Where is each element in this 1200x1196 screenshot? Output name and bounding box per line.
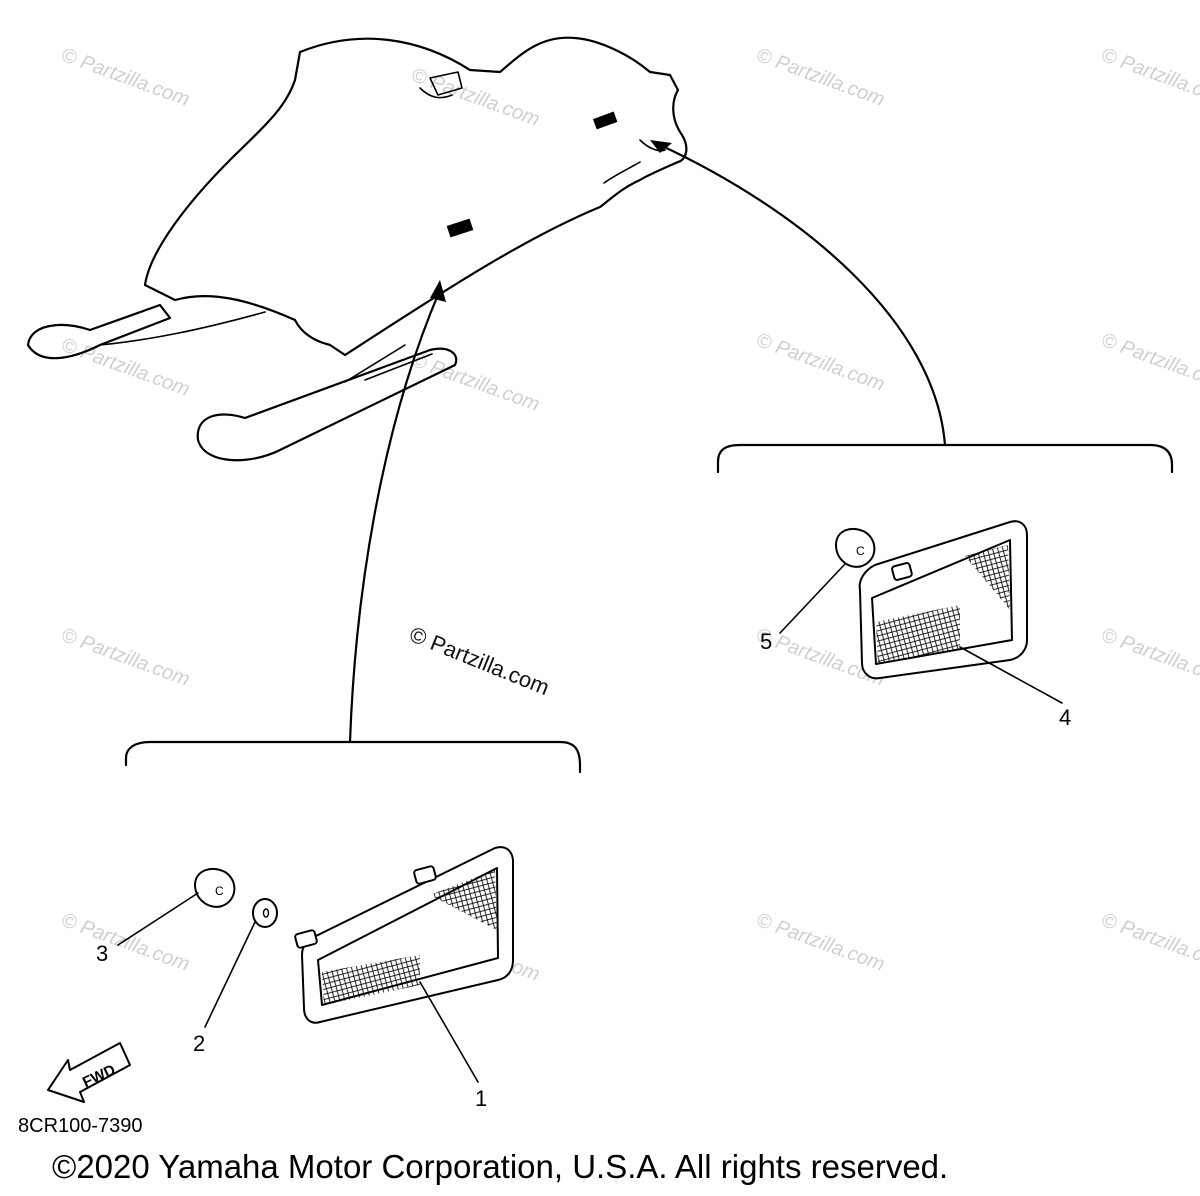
reflector-mark-front bbox=[592, 111, 618, 130]
watermark: © Partzilla.com bbox=[58, 44, 192, 111]
callout-leader-2 bbox=[204, 921, 256, 1028]
watermark: © Partzilla.com bbox=[408, 64, 542, 131]
watermark: © Partzilla.com bbox=[1098, 909, 1200, 976]
bracket-front bbox=[716, 443, 1174, 474]
copyright-notice: ©2020 Yamaha Motor Corporation, U.S.A. A… bbox=[52, 1148, 948, 1185]
leader-line-front bbox=[658, 143, 947, 447]
watermark-main: © Partzilla.com bbox=[406, 621, 553, 700]
diagram-code: 8CR100-7390 bbox=[18, 1115, 143, 1137]
callout-3: 3 bbox=[96, 941, 108, 966]
reflector-side bbox=[294, 846, 514, 1024]
callout-2: 2 bbox=[193, 1031, 205, 1056]
watermark: © Partzilla.com bbox=[1098, 329, 1200, 396]
arrowhead-front bbox=[650, 140, 672, 153]
arrowhead-side bbox=[430, 280, 446, 302]
watermark: © Partzilla.com bbox=[753, 909, 887, 976]
svg-text:C: C bbox=[215, 884, 224, 898]
forward-arrow-icon: FWD bbox=[47, 1042, 131, 1103]
reflector-front bbox=[858, 520, 1028, 680]
callout-leader-4 bbox=[959, 646, 1063, 704]
callout-1: 1 bbox=[475, 1086, 487, 1111]
callout-leader-1 bbox=[419, 981, 479, 1083]
callout-5: 5 bbox=[760, 629, 772, 654]
watermark: © Partzilla.com bbox=[58, 909, 192, 976]
svg-text:C: C bbox=[856, 544, 865, 558]
callout-4: 4 bbox=[1059, 705, 1071, 730]
watermark: © Partzilla.com bbox=[1098, 44, 1200, 111]
reflector-mark-side bbox=[446, 218, 474, 238]
watermark: © Partzilla.com bbox=[753, 329, 887, 396]
callout-leader-3 bbox=[117, 892, 199, 946]
nut-front: C bbox=[835, 527, 876, 568]
leader-line-side bbox=[348, 288, 442, 744]
watermark: © Partzilla.com bbox=[58, 624, 192, 691]
watermark: © Partzilla.com bbox=[1098, 624, 1200, 691]
watermark: © Partzilla.com bbox=[753, 44, 887, 111]
callout-leader-5 bbox=[779, 563, 846, 634]
nut-side: C bbox=[194, 867, 236, 908]
snowmobile-outline bbox=[26, 36, 688, 462]
watermark: © Partzilla.com bbox=[408, 349, 542, 416]
watermark: © Partzilla.com bbox=[58, 334, 192, 401]
bracket-side bbox=[124, 740, 582, 774]
washer-side bbox=[252, 898, 278, 928]
